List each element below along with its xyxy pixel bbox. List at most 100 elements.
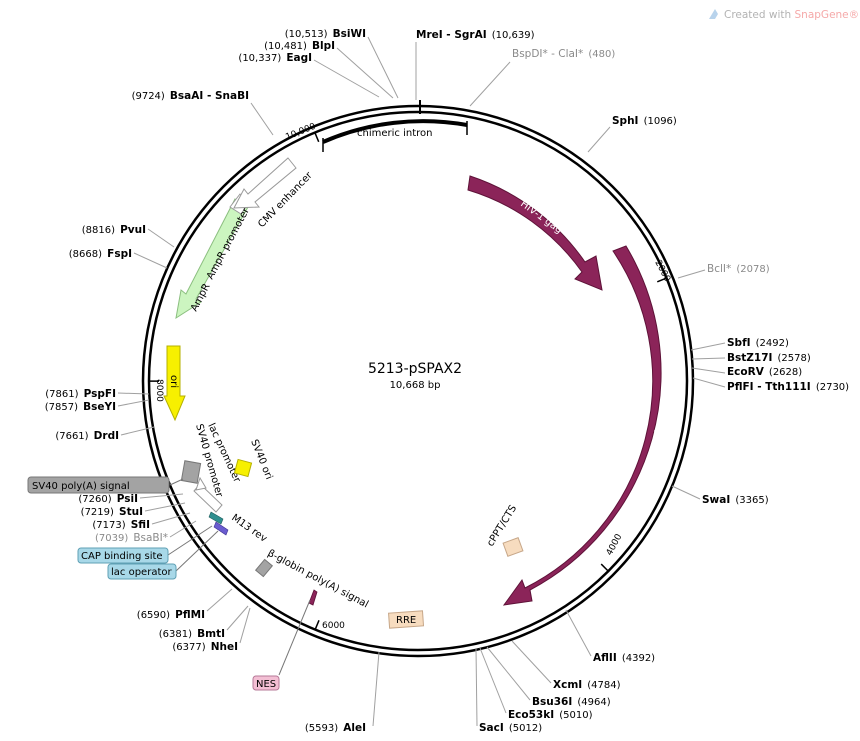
site-name: AleI <box>343 722 366 734</box>
site-name: BclI* <box>707 263 731 275</box>
site-leader-line <box>144 502 186 512</box>
site-name: SbfI <box>727 337 751 349</box>
restriction-site[interactable]: (7661) DrdI <box>55 424 119 443</box>
site-position: (1096) <box>644 116 677 127</box>
site-position: (2078) <box>736 264 769 275</box>
sv40-ori-label: SV40 ori <box>248 438 274 481</box>
restriction-site[interactable]: BspDI* - ClaI* (480) <box>512 42 615 61</box>
feature-hiv-gag[interactable]: HIV-1 gag <box>467 175 603 291</box>
lac-operator-label: lac operator <box>111 567 172 578</box>
tick-label: 8000 <box>154 379 164 402</box>
restriction-site[interactable]: (7260) PsiI <box>78 487 138 506</box>
restriction-site[interactable]: (7857) BseYI <box>45 395 116 414</box>
site-name: BspDI* - ClaI* <box>512 48 583 60</box>
ori-label: ori <box>168 375 179 388</box>
restriction-site[interactable]: (6590) PflMI <box>137 603 205 622</box>
restriction-site[interactable]: EcoRV (2628) <box>727 360 802 379</box>
site-leader-line <box>147 228 175 248</box>
restriction-site[interactable]: XcmI (4784) <box>553 673 621 692</box>
site-leader-line <box>587 126 611 153</box>
site-position: (2628) <box>769 367 802 378</box>
restriction-site[interactable]: (7039) BsaBI* <box>95 526 168 545</box>
restriction-site[interactable]: AflII (4392) <box>593 646 655 665</box>
beta-globin-label: β-globin poly(A) signal <box>266 548 370 611</box>
site-leader-line <box>239 607 251 644</box>
restriction-site[interactable]: BstZ17I (2578) <box>727 346 811 365</box>
restriction-site[interactable]: Bsu36I (4964) <box>532 690 611 709</box>
restriction-site[interactable]: (8668) FspI <box>69 242 132 261</box>
feature-chimeric-intron[interactable]: chimeric intron <box>322 119 468 152</box>
restriction-site[interactable]: (8816) PvuI <box>82 218 146 237</box>
site-leader-line <box>691 367 726 374</box>
site-position: (2730) <box>816 382 849 393</box>
site-position: (7260) <box>78 494 111 505</box>
site-leader-line <box>117 399 150 407</box>
restriction-site[interactable]: (10,481) BlpI <box>264 34 335 53</box>
lac-operator-callout[interactable]: lac operator <box>107 530 219 580</box>
site-name: FspI <box>107 248 132 260</box>
site-leader-line <box>250 102 274 136</box>
restriction-sites: MreI - SgrAI (10,639)BspDI* - ClaI* (480… <box>45 22 849 735</box>
site-name: Eco53kI <box>508 709 554 721</box>
restriction-site[interactable]: SbfI (2492) <box>727 331 789 350</box>
restriction-site[interactable]: (6377) NheI <box>172 635 238 654</box>
site-position: (10,481) <box>264 41 307 52</box>
restriction-site[interactable]: Eco53kI (5010) <box>508 703 593 722</box>
site-position: (7219) <box>81 507 114 518</box>
restriction-site[interactable]: (10,513) BsiWI <box>285 22 366 41</box>
feature-sv40-ori[interactable]: SV40 ori <box>233 438 274 481</box>
site-position: (10,337) <box>238 53 281 64</box>
site-position: (5593) <box>305 723 338 734</box>
site-name: SacI <box>479 722 504 734</box>
site-position: (5012) <box>509 723 542 734</box>
feature-beta-globin-box[interactable] <box>254 558 274 578</box>
feature-hiv-pol[interactable]: HIV-1 pol <box>502 245 665 606</box>
restriction-site[interactable]: MreI - SgrAI (10,639) <box>416 23 535 42</box>
restriction-site[interactable]: (9724) BsaAI - SnaBI <box>132 84 249 103</box>
svg-text:Created with SnapGene®: Created with SnapGene® <box>724 9 859 21</box>
tick-label: 6000 <box>322 621 345 631</box>
cap-binding-callout[interactable]: CAP binding site <box>77 525 213 564</box>
site-position: (3365) <box>735 495 768 506</box>
feature-cppt-cts[interactable]: cPPT/CTS <box>485 503 524 557</box>
restriction-site[interactable]: (7219) StuI <box>81 500 143 519</box>
feature-ori[interactable]: ori <box>163 345 186 422</box>
restriction-site[interactable]: (6381) BmtI <box>159 622 225 641</box>
feature-m13-rev[interactable]: M13 rev <box>208 511 269 545</box>
m13-rev-label: M13 rev <box>229 512 269 544</box>
watermark-brand: SnapGene® <box>795 9 860 21</box>
restriction-site[interactable]: (5593) AleI <box>305 716 366 735</box>
site-name: BseYI <box>83 401 116 413</box>
site-name: BsiWI <box>333 28 366 40</box>
tick-mark <box>314 620 320 630</box>
site-leader-line <box>691 357 726 360</box>
restriction-site[interactable]: PflFI - Tth111I (2730) <box>727 375 849 394</box>
site-name: PspFI <box>84 388 116 400</box>
restriction-site[interactable]: SacI (5012) <box>479 716 542 735</box>
restriction-site[interactable]: BclI* (2078) <box>707 257 770 276</box>
site-position: (6377) <box>172 642 205 653</box>
restriction-site[interactable]: (7861) PspFI <box>45 382 116 401</box>
restriction-site[interactable]: SwaI (3365) <box>702 488 769 507</box>
feature-rre[interactable]: RRE <box>388 610 425 629</box>
feature-nes-marker[interactable] <box>308 589 318 606</box>
site-leader-line <box>226 605 249 631</box>
site-name: PflMI <box>175 609 205 621</box>
site-name: BlpI <box>312 40 335 52</box>
site-name: SphI <box>612 115 638 127</box>
site-position: (4964) <box>577 697 610 708</box>
restriction-site[interactable]: (7173) SfiI <box>92 513 150 532</box>
sv40-polya-callout[interactable]: SV40 poly(A) signal <box>27 476 184 494</box>
site-name: Bsu36I <box>532 696 572 708</box>
site-leader-line <box>486 646 531 701</box>
site-position: (7039) <box>95 533 128 544</box>
tick-mark <box>314 132 320 143</box>
nes-callout[interactable]: NES <box>252 599 311 691</box>
restriction-site[interactable]: SphI (1096) <box>612 109 677 128</box>
site-position: (8816) <box>82 225 115 236</box>
rre-label: RRE <box>396 615 416 626</box>
restriction-site[interactable]: (10,337) EagI <box>238 46 312 65</box>
site-leader-line <box>169 520 197 538</box>
site-position: (4392) <box>622 653 655 664</box>
